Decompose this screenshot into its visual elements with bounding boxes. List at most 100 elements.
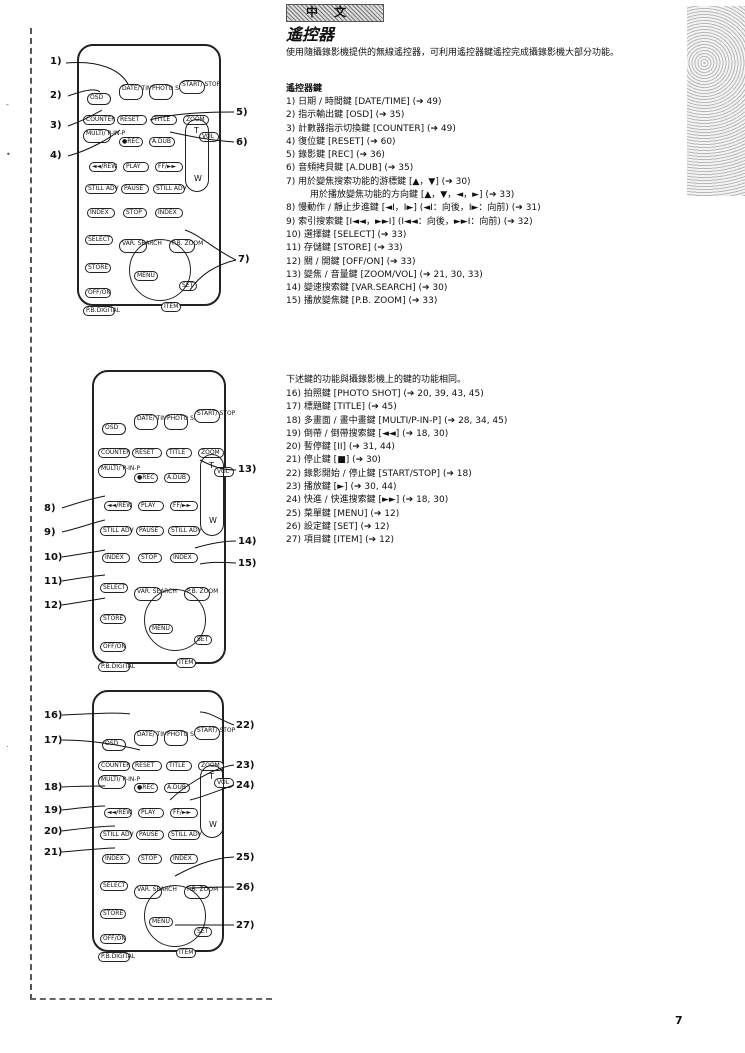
play-button[interactable]: PLAY [138,500,164,511]
direction-pad[interactable] [129,238,191,301]
rew-button[interactable]: ◄◄/REW [104,500,132,511]
rec-button[interactable]: ●REC [134,783,158,794]
key-label: OFF/ON [103,934,126,942]
key-label: OSD [105,739,119,747]
still-adv-l-button[interactable]: STILL ADV [85,183,119,194]
photo-shot-button[interactable]: PHOTO SHOT [164,730,207,747]
item-button[interactable]: ITEM [176,657,196,668]
a-dub-button[interactable]: A.DUB [164,783,190,794]
index-l-button[interactable]: INDEX [102,854,130,865]
list-item: 11) 存儲鍵 [STORE] (➔ 33) [286,243,403,254]
store-button[interactable]: STORE [85,263,111,274]
index-l-button[interactable]: INDEX [102,552,130,563]
callout-label: 4) [50,150,62,161]
callout-label: 10) [44,552,63,563]
photo-shot-button[interactable]: PHOTO SHOT [149,84,192,101]
pb-digital-button[interactable]: P.B.DIGITAL [83,305,120,316]
osd-button[interactable]: OSD [102,738,126,751]
stop-button[interactable]: STOP [138,552,162,563]
ff-button[interactable]: FF/►► [155,161,183,172]
callout-label: 8) [44,503,56,514]
reset-button[interactable]: RESET [132,760,162,771]
callout-label: 18) [44,782,63,793]
list-item: 13) 變焦 / 音量鍵 [ZOOM/VOL] (➔ 21, 30, 33) [286,269,483,280]
date-time-button[interactable]: DATE/ TIME [134,413,171,430]
osd-button[interactable]: OSD [87,92,111,105]
pb-digital-button[interactable]: P.B.DIGITAL [98,662,135,673]
direction-pad[interactable] [144,884,206,947]
rec-button[interactable]: ●REC [134,473,158,484]
store-button[interactable]: STORE [100,614,126,625]
rew-button[interactable]: ◄◄/REW [104,807,132,818]
item-button[interactable]: ITEM [161,301,181,312]
pause-button[interactable]: PAUSE [136,829,164,840]
ff-button[interactable]: FF/►► [170,500,198,511]
date-time-button[interactable]: DATE/ TIME [119,84,156,101]
store-button[interactable]: STORE [100,909,126,920]
zoom-w-label: W [194,173,202,183]
index-r-button[interactable]: INDEX [155,208,183,219]
index-l-button[interactable]: INDEX [87,208,115,219]
key-label: INDEX [105,855,124,863]
ff-button[interactable]: FF/►► [170,807,198,818]
start-stop-button[interactable]: START/ STOP [194,726,235,741]
reset-button[interactable]: RESET [132,448,162,459]
key-label: STOP [126,209,142,217]
zoom-w-label: W [209,515,217,525]
title-button[interactable]: TITLE [166,448,192,459]
key-label: A.DUB [167,474,187,482]
list-item: 3) 計數器指示切換鍵 [COUNTER] (➔ 49) [286,123,456,134]
key-label: ●REC [137,784,155,792]
a-dub-button[interactable]: A.DUB [149,137,175,148]
multi-pinp-button[interactable]: MULTI/ P-IN-P [98,464,140,479]
stop-button[interactable]: STOP [123,208,147,219]
select-button[interactable]: SELECT [100,582,128,593]
start-stop-button[interactable]: START/ STOP [194,409,235,424]
key-label: PAUSE [124,184,144,192]
multi-pinp-button[interactable]: MULTI/ P-IN-P [83,129,125,144]
callout-label: 27) [236,920,255,931]
key-label: STILL ADV [171,526,202,534]
a-dub-button[interactable]: A.DUB [164,473,190,484]
date-time-button[interactable]: DATE/ TIME [134,730,171,747]
still-adv-r-button[interactable]: STILL ADV [153,183,187,194]
off-on-button[interactable]: OFF/ON [100,933,126,944]
counter-button[interactable]: COUNTER [98,760,130,771]
stop-button[interactable]: STOP [138,854,162,865]
callout-label: 15) [238,558,257,569]
counter-button[interactable]: COUNTER [98,448,130,459]
play-button[interactable]: PLAY [138,807,164,818]
select-button[interactable]: SELECT [85,234,113,245]
item-button[interactable]: ITEM [176,947,196,958]
index-r-button[interactable]: INDEX [170,552,198,563]
off-on-button[interactable]: OFF/ON [85,287,111,298]
select-button[interactable]: SELECT [100,880,128,891]
pause-button[interactable]: PAUSE [121,183,149,194]
still-adv-l-button[interactable]: STILL ADV [100,829,134,840]
reset-button[interactable]: RESET [117,114,147,125]
title-button[interactable]: TITLE [151,114,177,125]
still-adv-r-button[interactable]: STILL ADV [168,829,202,840]
pb-digital-button[interactable]: P.B.DIGITAL [98,951,135,962]
counter-button[interactable]: COUNTER [83,114,115,125]
rew-button[interactable]: ◄◄/REW [89,161,117,172]
direction-pad[interactable] [144,588,206,651]
key-label: ●REC [137,474,155,482]
play-button[interactable]: PLAY [123,161,149,172]
photo-shot-button[interactable]: PHOTO SHOT [164,413,207,430]
callout-label: 5) [236,107,248,118]
osd-button[interactable]: OSD [102,423,126,436]
pause-button[interactable]: PAUSE [136,525,164,536]
title-button[interactable]: TITLE [166,760,192,771]
rec-button[interactable]: ●REC [119,137,143,148]
off-on-button[interactable]: OFF/ON [100,641,126,652]
multi-pinp-button[interactable]: MULTI/ P-IN-P [98,775,140,790]
still-adv-r-button[interactable]: STILL ADV [168,525,202,536]
still-adv-l-button[interactable]: STILL ADV [100,525,134,536]
start-stop-button[interactable]: START/ STOP [179,80,220,95]
index-r-button[interactable]: INDEX [170,854,198,865]
